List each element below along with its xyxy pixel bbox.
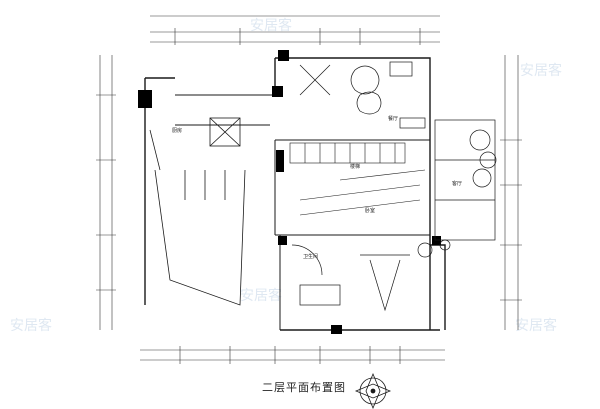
svg-text:安居客: 安居客 xyxy=(240,287,282,304)
room-label-bathroom: 卫生间 xyxy=(303,253,318,260)
upper-room-furniture xyxy=(299,61,426,129)
drawing-title: 二层平面布置图 xyxy=(262,381,346,394)
right-dimension-line xyxy=(500,55,522,330)
room-label-dining: 餐厅 xyxy=(388,115,398,122)
left-room-outline xyxy=(149,117,246,306)
stair-treads xyxy=(289,142,426,216)
lower-room-furniture xyxy=(291,244,410,312)
interior-walls xyxy=(175,94,430,330)
left-dimension-line xyxy=(96,55,116,330)
top-dimension-line xyxy=(150,15,440,45)
structural-columns xyxy=(138,50,441,334)
north-compass-icon xyxy=(354,372,392,409)
svg-text:安居客: 安居客 xyxy=(10,317,52,334)
exterior-walls xyxy=(144,57,446,331)
room-labels: 厨房 客厅 餐厅 卧室 卫生间 楼梯 xyxy=(172,115,462,260)
watermark: 安居客 安居客 安居客 安居客 安居客 xyxy=(10,17,562,334)
svg-text:安居客: 安居客 xyxy=(515,317,557,334)
room-label-living: 客厅 xyxy=(452,180,462,187)
room-label-kitchen: 厨房 xyxy=(172,127,182,134)
bottom-dimension-line xyxy=(140,346,445,364)
room-label-bedroom: 卧室 xyxy=(365,207,375,214)
svg-text:安居客: 安居客 xyxy=(520,62,562,79)
balcony-plants xyxy=(417,119,497,258)
room-label-stairs: 楼梯 xyxy=(350,163,360,170)
svg-text:安居客: 安居客 xyxy=(250,17,292,34)
